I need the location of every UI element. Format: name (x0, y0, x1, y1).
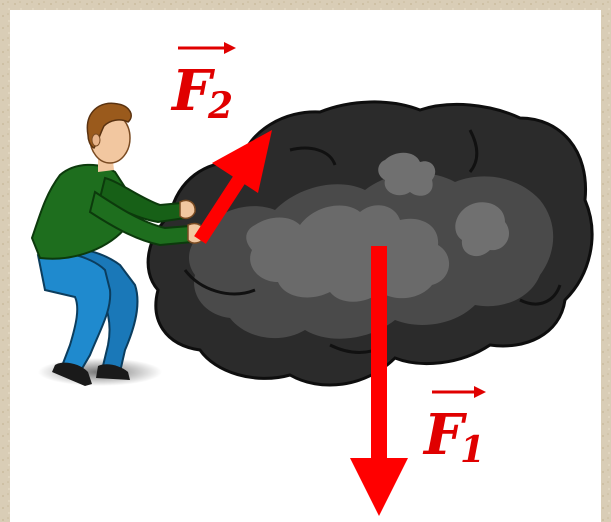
f2-subscript: 2 (207, 85, 233, 127)
person-ear (92, 134, 100, 146)
f1-arrow-shaft (371, 246, 387, 466)
f1-subscript: 1 (460, 429, 485, 471)
person-hand-back (180, 200, 195, 218)
